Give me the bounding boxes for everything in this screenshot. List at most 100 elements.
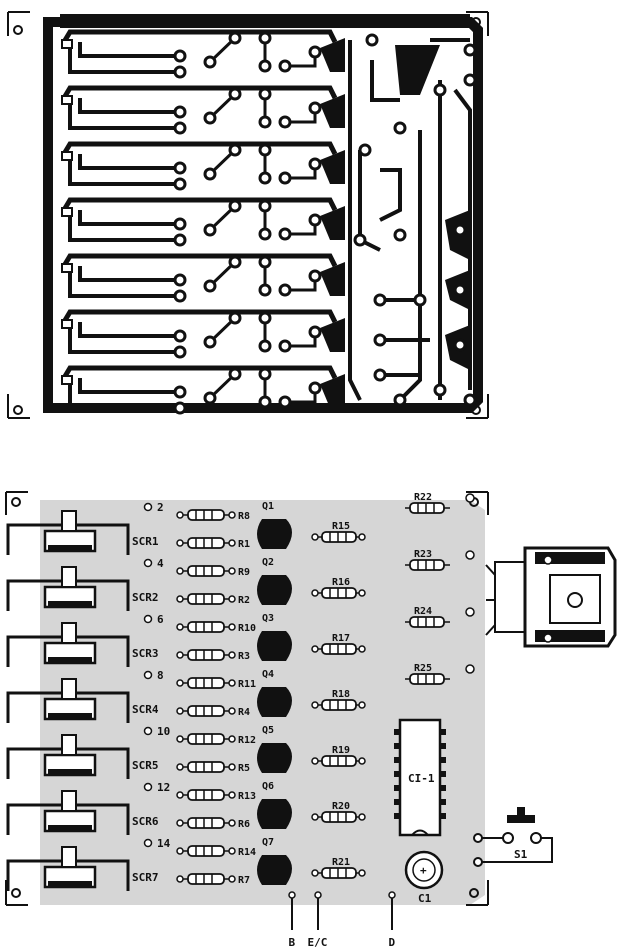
resistor-body: [187, 509, 225, 521]
solder-pad: [388, 891, 396, 899]
solder-pad: [176, 735, 184, 743]
channel-gate-track: [78, 266, 180, 282]
scr-stud: [61, 678, 77, 700]
channel-gate-track: [78, 42, 180, 58]
capacitor-c1: + C1: [404, 850, 444, 905]
copper-channel-block: [61, 141, 345, 191]
solder-pad: [413, 293, 427, 307]
solder-pad: [258, 339, 272, 353]
terminal-pad: [143, 726, 153, 736]
solder-pad: [358, 645, 366, 653]
channel-anode-track: [68, 216, 180, 242]
channel-copper-pour: [320, 206, 345, 240]
channel-bus-track: [61, 253, 338, 268]
solder-pad: [176, 651, 184, 659]
solder-pad: [258, 283, 272, 297]
solder-pad: [258, 171, 272, 185]
terminal-pad: [143, 782, 153, 792]
solder-pad: [465, 550, 475, 560]
solder-pad: [228, 623, 236, 631]
resistor-label: R14: [238, 847, 256, 858]
channel-copper-pour: [320, 374, 345, 408]
solder-pad: [308, 213, 322, 227]
solder-pad: [311, 757, 319, 765]
terminal-pad: [143, 670, 153, 680]
channel-anode-track: [68, 104, 180, 130]
resistor-body: [409, 559, 445, 571]
resistor-body: [187, 705, 225, 717]
solder-pad: [258, 367, 272, 381]
resistor-body: [409, 502, 445, 514]
copper-channel-block: [61, 365, 345, 415]
solder-pad: [278, 339, 292, 353]
solder-pad: [358, 813, 366, 821]
resistor-body: [187, 565, 225, 577]
capacitor-label: C1: [418, 892, 432, 905]
copper-channel-block: [61, 309, 345, 359]
channel-bus-track: [61, 309, 338, 324]
right-resistor: R24: [405, 606, 475, 628]
solder-pad: [314, 891, 322, 899]
solder-pad: [373, 368, 387, 382]
scr-stud: [61, 734, 77, 756]
ic-chip: CI-1: [394, 718, 446, 837]
resistor-body: [187, 621, 225, 633]
solder-pad: [393, 121, 407, 135]
solder-pad: [228, 707, 236, 715]
solder-pad: [228, 199, 242, 213]
bottom-pin-label: B: [289, 936, 296, 949]
resistor-label: R6: [238, 819, 250, 830]
ic-pin: [394, 729, 400, 735]
scr-base: [48, 881, 92, 887]
solder-pad: [173, 121, 187, 135]
terminal-number: 4: [157, 557, 164, 570]
solder-pad: [203, 391, 217, 405]
solder-pad: [203, 223, 217, 237]
solder-pad: [433, 383, 447, 397]
scr-stud: [61, 566, 77, 588]
resistor-body: [321, 531, 357, 543]
switch-s1: S1: [473, 807, 553, 867]
terminal-number: 8: [157, 669, 164, 682]
copper-channel-block: [61, 29, 345, 79]
resistor-label: R15: [332, 521, 350, 532]
solder-pad: [311, 645, 319, 653]
solder-pad: [228, 847, 236, 855]
solder-pad: [176, 763, 184, 771]
resistor-body: [187, 761, 225, 773]
resistor-label: R4: [238, 707, 250, 718]
resistor-body: [187, 677, 225, 689]
solder-pad: [433, 83, 447, 97]
scr-stud: [61, 510, 77, 532]
solder-pad: [358, 143, 372, 157]
solder-pad: [228, 31, 242, 45]
resistor-body: [187, 845, 225, 857]
solder-pad: [228, 763, 236, 771]
resistor-body: [187, 537, 225, 549]
right-resistor: R23: [405, 549, 475, 571]
resistor-body: [187, 817, 225, 829]
solder-pad: [308, 269, 322, 283]
resistor-body: [409, 673, 445, 685]
bottom-pin-label: E/C: [308, 936, 328, 949]
solder-pad: [203, 111, 217, 125]
solder-pad: [308, 157, 322, 171]
solder-pad: [173, 161, 187, 175]
solder-pad: [173, 233, 187, 247]
resistor-label: R25: [414, 663, 432, 674]
terminal-number: 10: [157, 725, 170, 738]
resistor-label: R23: [414, 549, 432, 560]
solder-pad: [228, 255, 242, 269]
terminal-pad: [143, 558, 153, 568]
channel-copper-pour: [320, 38, 345, 72]
scr-stud: [61, 846, 77, 868]
solder-pad: [465, 493, 475, 503]
solder-pad: [358, 757, 366, 765]
resistor-label: R21: [332, 857, 350, 868]
solder-pad: [311, 813, 319, 821]
transistor-body: [257, 575, 292, 605]
transistor-body: [257, 799, 292, 829]
